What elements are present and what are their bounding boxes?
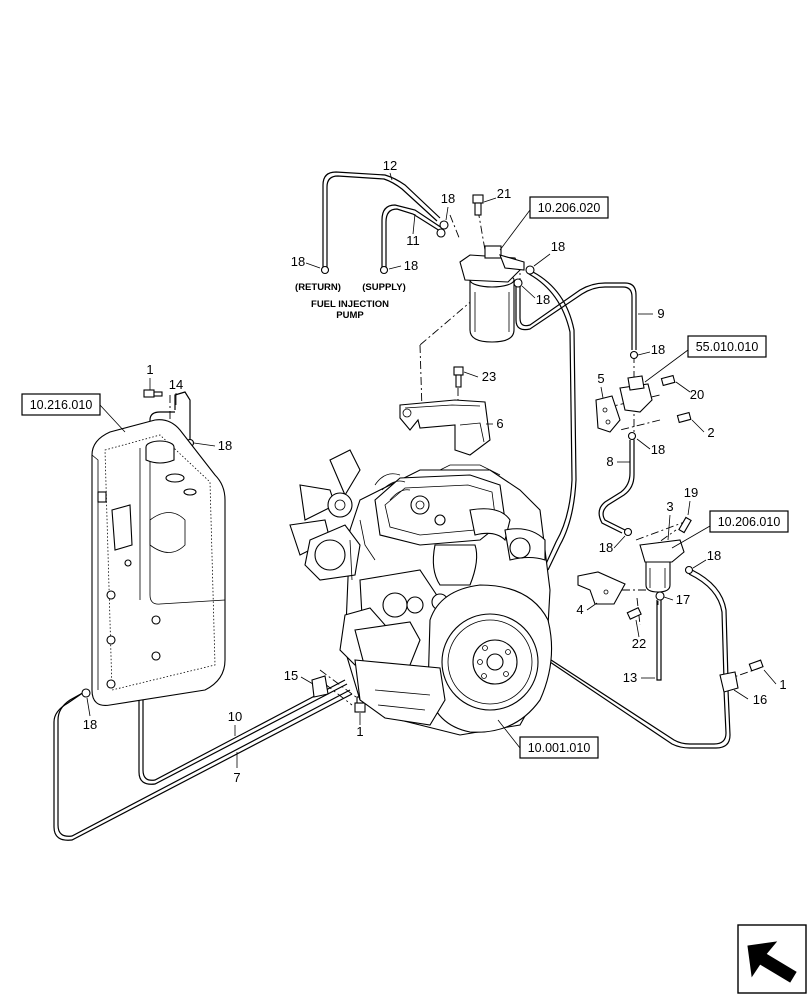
bolt-22 — [626, 607, 642, 620]
callout-9: 9 — [657, 306, 664, 321]
callout-18: 18 — [551, 239, 565, 254]
bolt-1-upper — [143, 389, 163, 398]
fuel-filter-upper — [459, 245, 525, 343]
callout-8: 8 — [606, 454, 613, 469]
callout-18: 18 — [707, 548, 721, 563]
callout-2: 2 — [707, 425, 714, 440]
callout-18: 18 — [536, 292, 550, 307]
callout-14: 14 — [169, 377, 183, 392]
ref-box-10-206-020: 10.206.020 — [499, 196, 609, 251]
fuel-filter-lower — [639, 516, 692, 601]
callout-18: 18 — [83, 717, 97, 732]
return-note: (RETURN) — [295, 282, 341, 293]
callout-17: 17 — [676, 592, 690, 607]
callout-3: 3 — [666, 499, 673, 514]
callout-16: 16 — [753, 692, 767, 707]
callout-18: 18 — [291, 254, 305, 269]
orientation-arrow-icon — [737, 924, 807, 994]
engine — [289, 449, 553, 736]
callout-4: 4 — [576, 602, 583, 617]
ref-label: 10.206.010 — [718, 515, 781, 529]
supply-note: (SUPPLY) — [362, 282, 405, 293]
fuel-pump-notes: (RETURN) (SUPPLY) FUEL INJECTION PUMP — [295, 282, 406, 321]
bolt-21 — [472, 194, 484, 216]
filter-lower-bracket — [577, 571, 626, 605]
callout-18: 18 — [651, 442, 665, 457]
callout-6: 6 — [496, 416, 503, 431]
fuel-tank — [91, 419, 226, 706]
ref-box-10-206-010: 10.206.010 — [671, 510, 789, 549]
callout-5: 5 — [597, 371, 604, 386]
callout-20: 20 — [690, 387, 704, 402]
callout-13: 13 — [623, 670, 637, 685]
callout-1: 1 — [146, 362, 153, 377]
ref-label: 10.206.020 — [538, 201, 601, 215]
clamp-15 — [311, 675, 329, 698]
ref-box-10-216-010: 10.216.010 — [21, 393, 126, 433]
callout-11: 11 — [406, 233, 420, 248]
callout-18: 18 — [404, 258, 418, 273]
callout-18: 18 — [599, 540, 613, 555]
callout-18: 18 — [218, 438, 232, 453]
callout-15: 15 — [284, 668, 298, 683]
ref-label: 10.001.010 — [528, 741, 591, 755]
callout-18: 18 — [441, 191, 455, 206]
clamp-16 — [719, 659, 764, 693]
callout-18: 18 — [651, 342, 665, 357]
callout-1: 1 — [779, 677, 786, 692]
fuel-lines — [53, 171, 731, 841]
ref-label: 10.216.010 — [30, 398, 93, 412]
callout-7: 7 — [233, 770, 240, 785]
fip-note-line1: FUEL INJECTION — [311, 299, 389, 310]
fip-note-line2: PUMP — [336, 310, 364, 321]
callout-23: 23 — [482, 369, 496, 384]
clips-upper — [81, 220, 694, 698]
water-separator — [595, 374, 692, 433]
callout-1: 1 — [356, 724, 363, 739]
bolt-23 — [453, 366, 464, 388]
callout-12: 12 — [383, 158, 397, 173]
callout-10: 10 — [228, 709, 242, 724]
callout-19: 19 — [684, 485, 698, 500]
filter-bracket — [399, 399, 491, 456]
callout-22: 22 — [632, 636, 646, 651]
callouts: 12 21 18 11 18 18 18 18 9 18 23 6 — [83, 158, 787, 785]
ref-label: 55.010.010 — [696, 340, 759, 354]
ref-box-55-010-010: 55.010.010 — [644, 335, 767, 383]
callout-21: 21 — [497, 186, 511, 201]
ref-box-10-001-010: 10.001.010 — [497, 719, 599, 759]
